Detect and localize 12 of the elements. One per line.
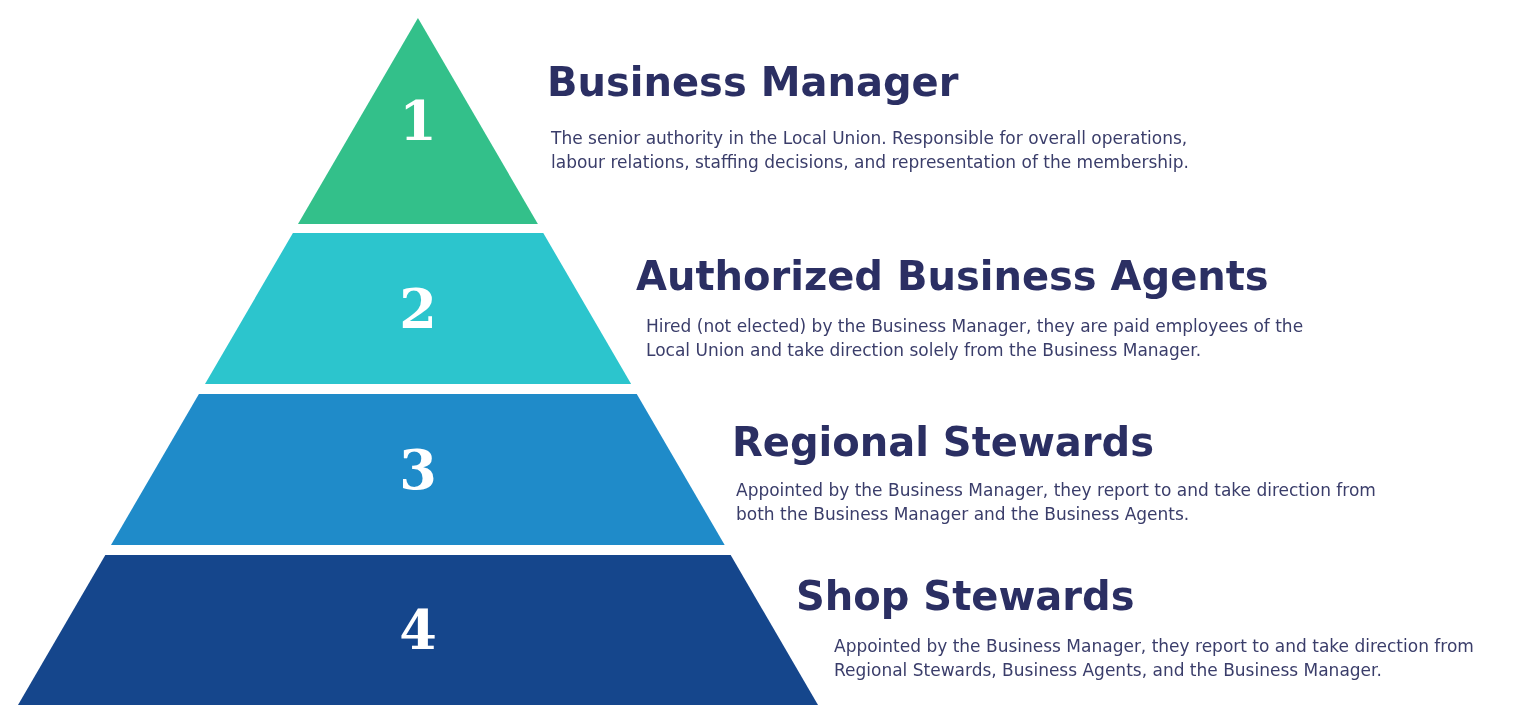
tier-description: The senior authority in the Local Union. Responsible for overall operations, labour relations, staffing decisions, and representation of the membership. [551,127,1190,174]
tier-heading: Authorized Business Agents [636,254,1269,298]
tier-heading: Business Manager [547,60,959,104]
tier-number: 3 [399,442,437,497]
tier-heading: Shop Stewards [796,574,1135,618]
tier-description: Hired (not elected) by the Business Manager, they are paid employees of the Local Union and take direction solely from the Business Manager. [646,315,1305,362]
tier-number: 4 [399,603,437,657]
tier-number: 2 [399,281,437,336]
tier-heading: Regional Stewards [732,420,1155,464]
tier-number: 1 [399,94,437,148]
tier-description: Appointed by the Business Manager, they report to and take direction from both the Business Manager and the Business Agents. [736,479,1377,526]
tier-description: Appointed by the Business Manager, they report to and take direction from Regional Stewards, Business Agents, and the Business Manager. [834,635,1475,682]
